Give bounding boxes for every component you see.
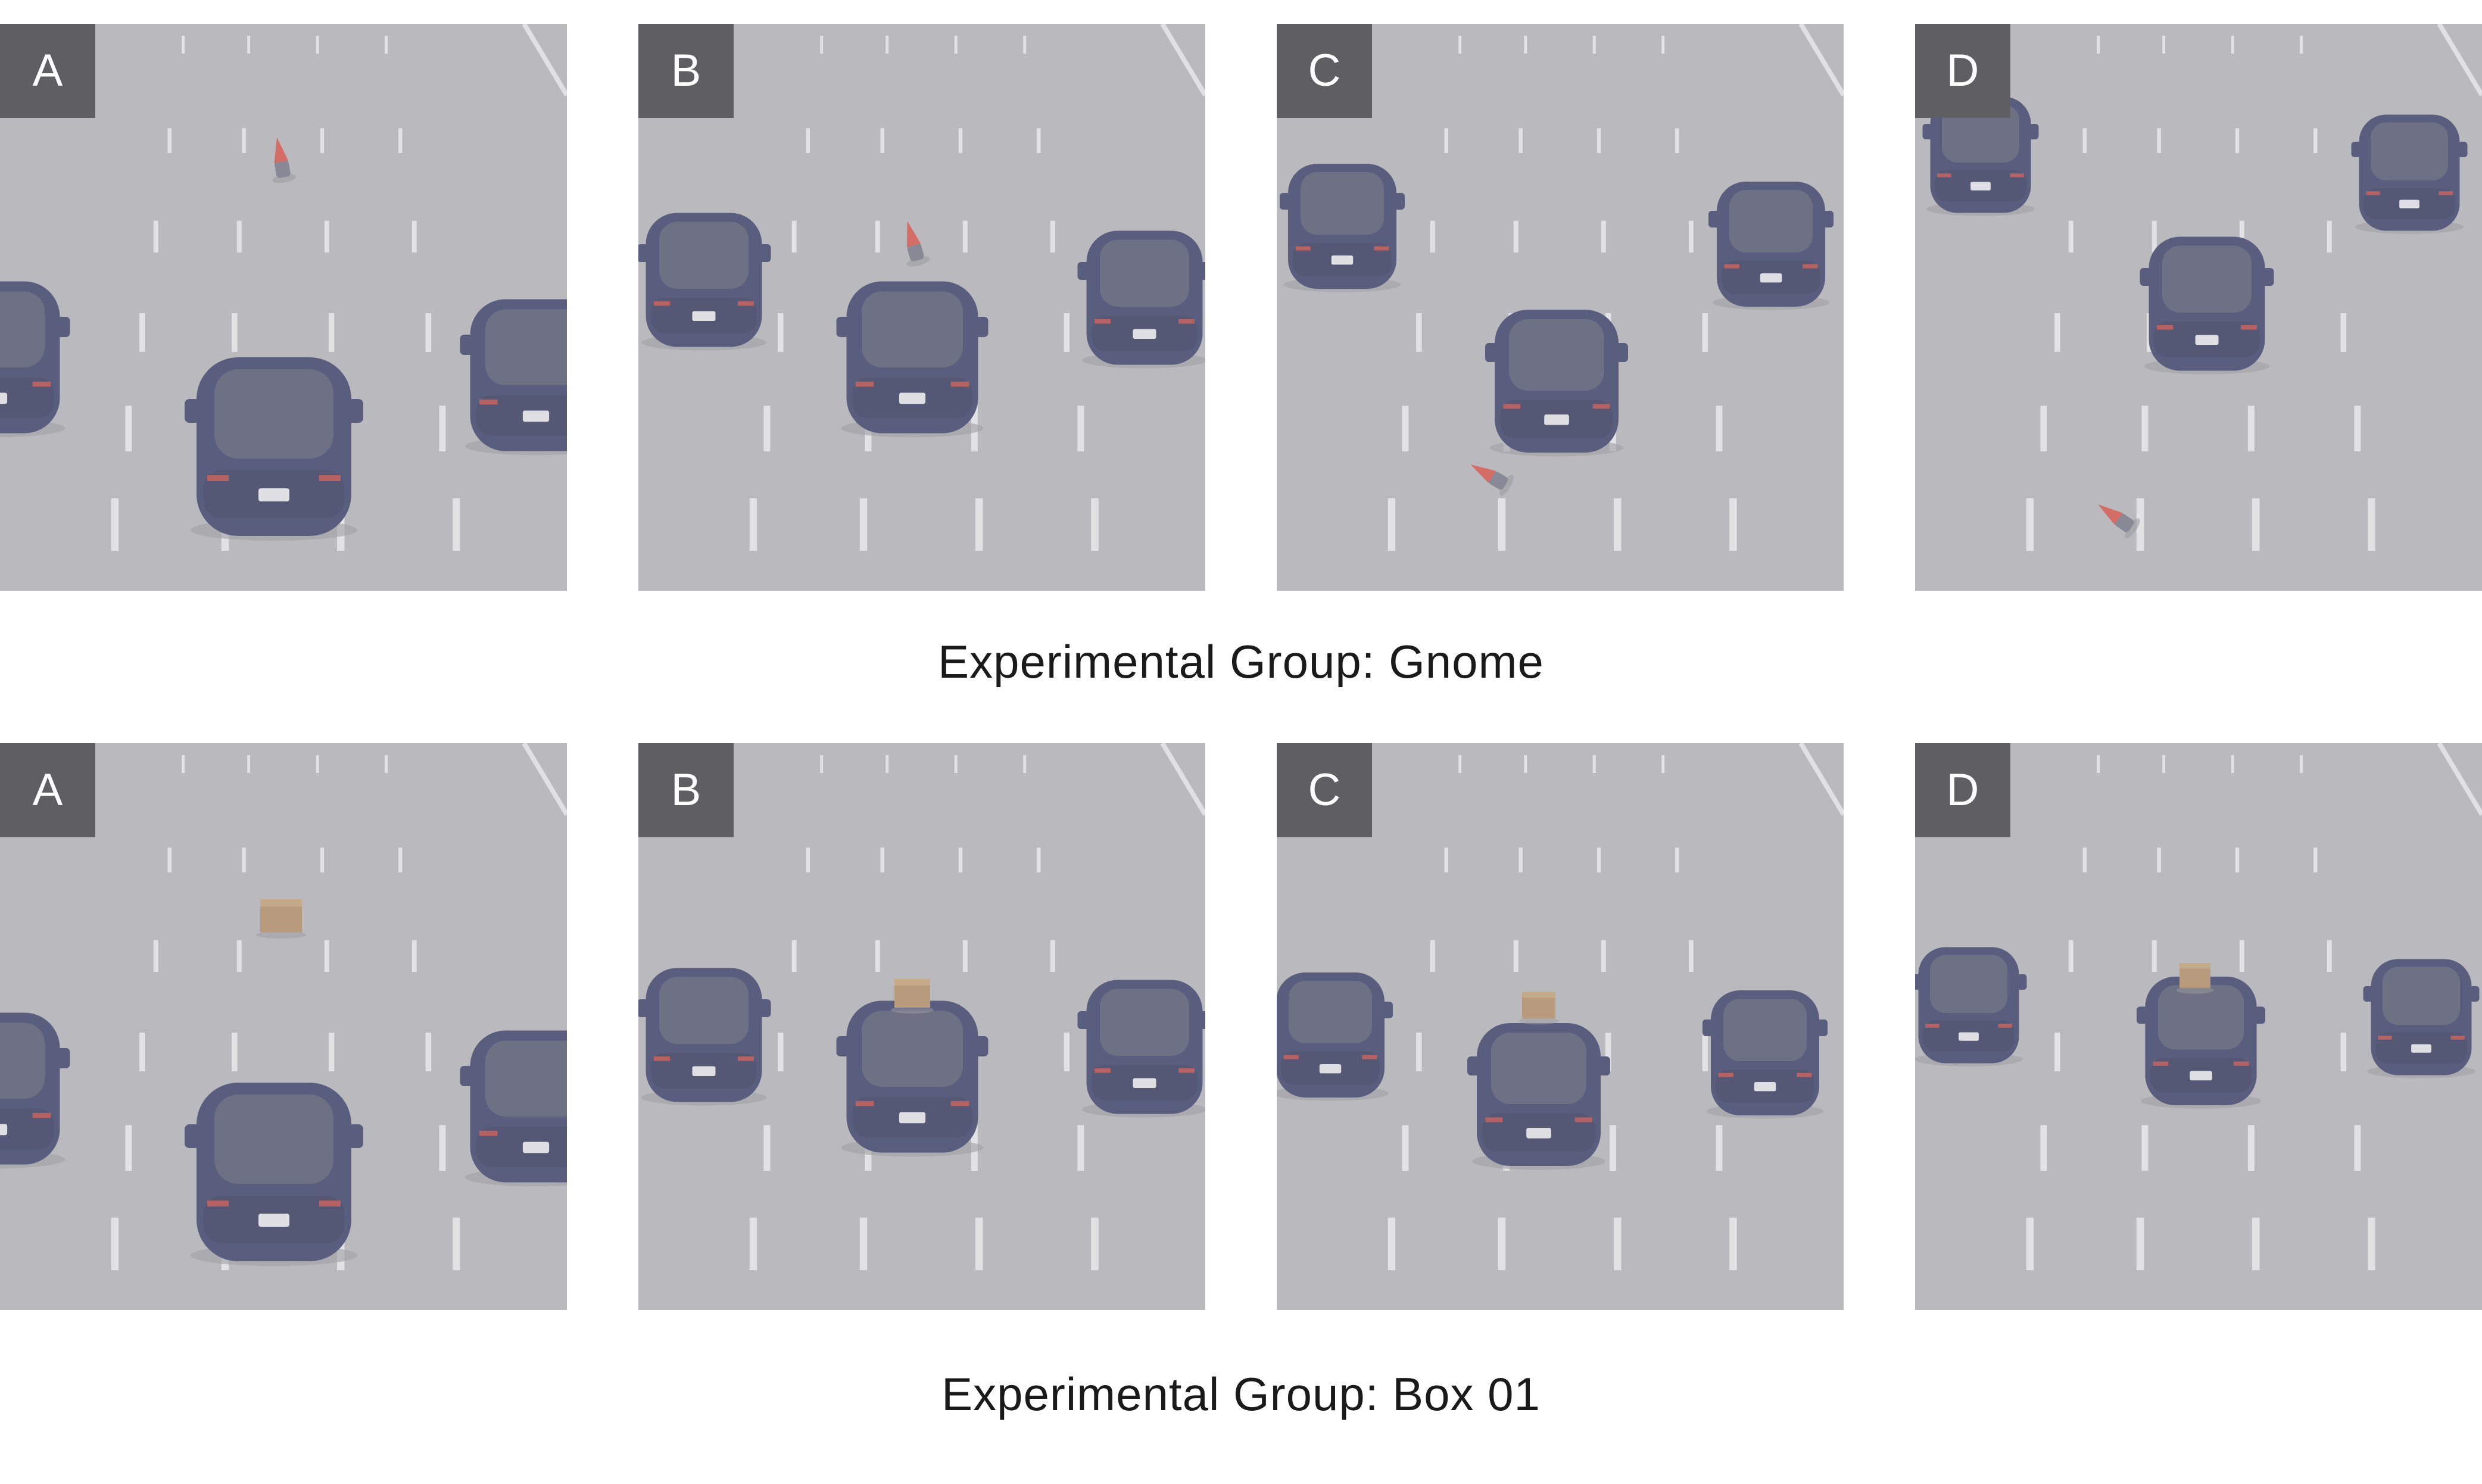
box-object [256, 899, 306, 939]
car [2140, 236, 2274, 375]
image-panel-gnome-a: A [0, 24, 567, 591]
car [185, 1083, 363, 1266]
car [0, 281, 70, 438]
lane-markings [2026, 36, 2375, 551]
lane-markings [2026, 755, 2375, 1270]
road-scene [1277, 24, 1844, 591]
road-scene [638, 743, 1205, 1310]
box-object [2176, 963, 2214, 994]
panel-label: D [1915, 24, 2010, 118]
image-panel-gnome-d: D [1915, 24, 2482, 591]
gnome-object [272, 137, 296, 183]
box-object [891, 979, 934, 1014]
box-object [1518, 992, 1559, 1025]
panel-label: C [1277, 743, 1372, 837]
image-panel-box-c: C [1277, 743, 1844, 1310]
fog-overlay [0, 24, 567, 591]
car [1077, 230, 1205, 369]
gnome-object [2098, 504, 2140, 539]
car [638, 213, 771, 351]
panel-label: B [638, 743, 734, 837]
car [2351, 114, 2468, 234]
car [638, 968, 771, 1106]
car [2363, 959, 2480, 1078]
car [836, 281, 989, 438]
image-panel-gnome-b: B [638, 24, 1205, 591]
road-scene [1277, 743, 1844, 1310]
panel-label: B [638, 24, 734, 118]
gnome-object [906, 221, 930, 267]
fog-overlay [638, 24, 1205, 591]
car [836, 1000, 989, 1157]
group-caption-box-01: Experimental Group: Box 01 [941, 1368, 1541, 1420]
car [1922, 96, 2039, 216]
lane-markings [1387, 755, 1737, 1270]
car [1467, 1023, 1610, 1170]
fog-overlay [0, 743, 567, 1310]
fog-overlay [1277, 743, 1844, 1310]
panel-label: C [1277, 24, 1372, 118]
fog-overlay [1277, 24, 1844, 591]
car [460, 1030, 567, 1187]
car [185, 357, 363, 541]
car [2137, 977, 2265, 1109]
panel-label: D [1915, 743, 2010, 837]
group-caption-gnome: Experimental Group: Gnome [938, 635, 1544, 688]
gnome-object [1470, 464, 1514, 496]
fog-overlay [1915, 743, 2482, 1310]
road-scene [0, 24, 567, 591]
road-scene [1915, 743, 2482, 1310]
fog-overlay [1915, 24, 2482, 591]
road-scene [1915, 24, 2482, 591]
car [1915, 947, 2027, 1067]
car [1708, 182, 1834, 310]
image-panel-box-b: B [638, 743, 1205, 1310]
image-panel-gnome-c: C [1277, 24, 1844, 591]
car [1703, 990, 1828, 1119]
panel-label: A [0, 743, 95, 837]
panel-label: A [0, 24, 95, 118]
image-panel-box-a: A [0, 743, 567, 1310]
car [1277, 972, 1393, 1101]
road-scene [638, 24, 1205, 591]
car [1485, 310, 1628, 457]
road-scene [0, 743, 567, 1310]
car [1077, 980, 1205, 1118]
car [0, 1012, 70, 1169]
image-panel-box-d: D [1915, 743, 2482, 1310]
car [460, 299, 567, 456]
car [1280, 164, 1405, 292]
fog-overlay [638, 743, 1205, 1310]
